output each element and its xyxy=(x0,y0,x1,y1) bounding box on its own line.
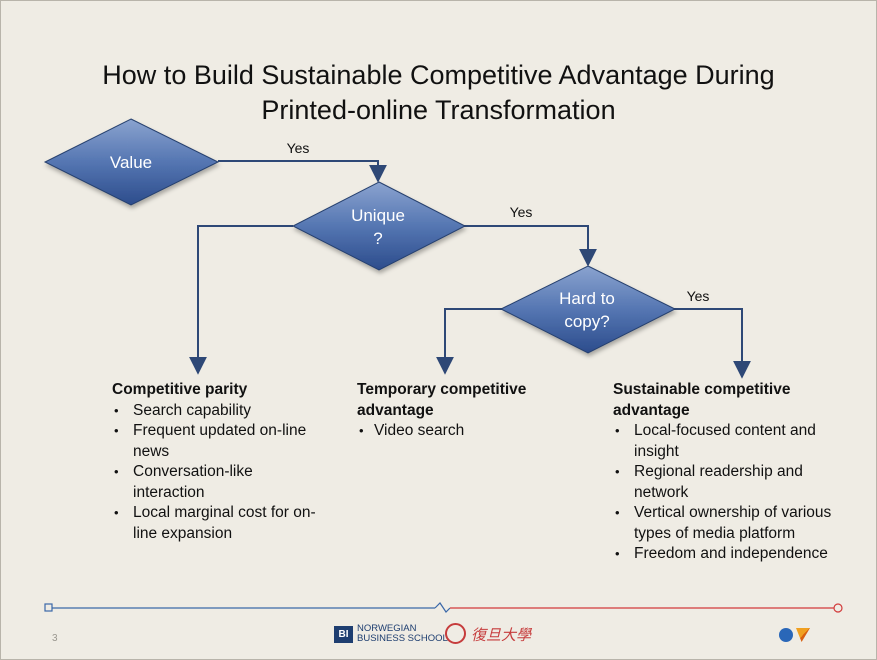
connector-value-to-unique xyxy=(218,160,387,183)
list-item: Conversation-like interaction xyxy=(112,462,317,503)
list-item: Regional readership and network xyxy=(613,462,853,503)
slide-title: How to Build Sustainable Competitive Adv… xyxy=(0,58,877,128)
list-item: Vertical ownership of various types of m… xyxy=(613,503,853,544)
fudan-seal-icon xyxy=(445,623,466,644)
list-item: Local marginal cost for on-line expansio… xyxy=(112,503,317,544)
bi-logo-line-2: BUSINESS SCHOOL xyxy=(357,633,448,644)
decision-unique-label-2: ? xyxy=(373,229,382,248)
list-item: Video search xyxy=(357,421,557,442)
partner-logo-icon-4 xyxy=(813,633,814,638)
outcome-list: Local-focused content and insight Region… xyxy=(613,421,853,565)
fudan-logo-text: 復旦大學 xyxy=(471,626,532,644)
list-item: Frequent updated on-line news xyxy=(112,421,317,462)
yes-label-hard: Yes xyxy=(687,288,710,304)
title-line-2: Printed-online Transformation xyxy=(261,95,616,125)
connectors xyxy=(189,160,751,379)
page-number: 3 xyxy=(52,633,58,644)
timeline-end-marker xyxy=(833,603,843,613)
partner-logos xyxy=(754,628,814,642)
outcome-sustainable-advantage: Sustainable competitive advantage Local-… xyxy=(613,380,853,565)
partner-logo-icon-2 xyxy=(779,628,793,642)
list-item: Local-focused content and insight xyxy=(613,421,853,462)
yes-label-value: Yes xyxy=(287,140,310,156)
bi-logo-text: NORWEGIAN BUSINESS SCHOOL xyxy=(357,624,448,644)
decision-hard-label-1: Hard to xyxy=(559,289,615,308)
decision-unique-label-1: Unique xyxy=(351,206,405,225)
connector-unique-to-hard xyxy=(464,225,597,267)
outcome-list: Video search xyxy=(357,421,557,442)
bi-logo-mark: BI xyxy=(334,625,353,643)
list-item: Freedom and independence xyxy=(613,544,853,565)
bi-logo-line-1: NORWEGIAN xyxy=(357,623,417,634)
outcome-heading: Competitive parity xyxy=(112,381,248,398)
title-line-1: How to Build Sustainable Competitive Adv… xyxy=(102,60,775,90)
partner-logo-icon-3 xyxy=(796,628,810,642)
outcome-competitive-parity: Competitive parity Search capability Fre… xyxy=(112,380,317,544)
outcome-heading: Temporary competitive advantage xyxy=(357,381,527,419)
decision-unique-diamond xyxy=(291,181,467,271)
outcome-heading: Sustainable competitive advantage xyxy=(613,381,791,419)
connector-hard-to-temporary xyxy=(436,308,502,375)
outcome-list: Search capability Frequent updated on-li… xyxy=(112,401,317,545)
connector-unique-to-parity xyxy=(189,225,293,375)
decision-value-label: Value xyxy=(110,153,152,172)
decision-hard-to-copy-diamond xyxy=(499,265,677,354)
yes-label-unique: Yes xyxy=(510,204,533,220)
decision-value-diamond xyxy=(43,118,220,206)
partner-logo-icon-1 xyxy=(754,628,776,642)
connector-hard-to-sustainable xyxy=(674,308,751,379)
outcome-temporary-advantage: Temporary competitive advantage Video se… xyxy=(357,380,557,442)
list-item: Search capability xyxy=(112,401,317,422)
bi-logo: BI NORWEGIAN BUSINESS SCHOOL xyxy=(334,624,448,644)
footer-timeline xyxy=(44,602,843,613)
timeline-start-marker xyxy=(44,603,53,612)
decision-hard-label-2: copy? xyxy=(564,312,609,331)
